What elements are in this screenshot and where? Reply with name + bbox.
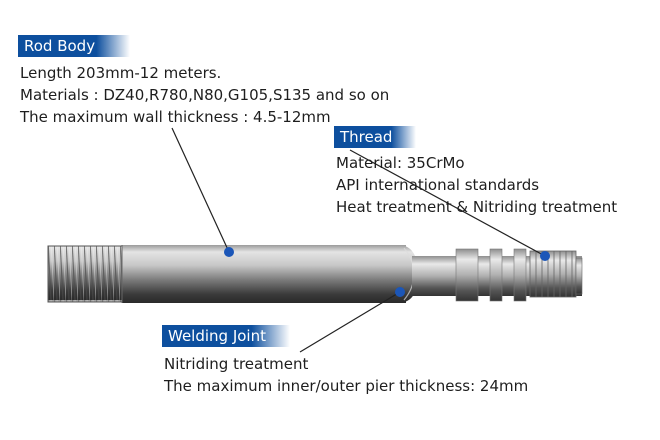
welding-joint-title: Welding Joint [168,327,266,345]
rod-body-line: Length 203mm-12 meters. [20,64,222,82]
thread-line: Heat treatment & Nitriding treatment [336,198,618,216]
rod-body-marker-dot [224,247,234,257]
rod-body-tag: Rod Body [18,35,130,57]
rod-body-leader [171,127,230,253]
welding-joint-description: Nitriding treatment The maximum inner/ou… [164,353,528,397]
rod-body-title: Rod Body [24,37,96,55]
leader-lines [171,127,546,353]
welding-joint-leader [299,291,401,353]
welding-joint-tag: Welding Joint [162,325,290,347]
thread-marker-dot [540,251,550,261]
rod-body-shape [121,245,406,303]
rod-body-description: Length 203mm-12 meters. Materials : DZ40… [20,62,389,128]
thread-line: API international standards [336,176,540,194]
thread-line: Material: 35CrMo [336,154,465,172]
welding-joint-marker-dot [395,287,405,297]
welding-joint-line: The maximum inner/outer pier thickness: … [164,377,529,395]
thread-description: Material: 35CrMo API international stand… [336,152,617,218]
thread-leader [349,149,546,257]
thread-joint-shape [412,248,583,302]
rod-body-line: The maximum wall thickness : 4.5-12mm [20,108,331,126]
welding-joint-line: Nitriding treatment [164,355,309,373]
left-thread-section [47,245,123,303]
thread-title: Thread [340,128,393,146]
rod-body-line: Materials : DZ40,R780,N80,G105,S135 and … [20,86,390,104]
thread-tag: Thread [334,126,416,148]
